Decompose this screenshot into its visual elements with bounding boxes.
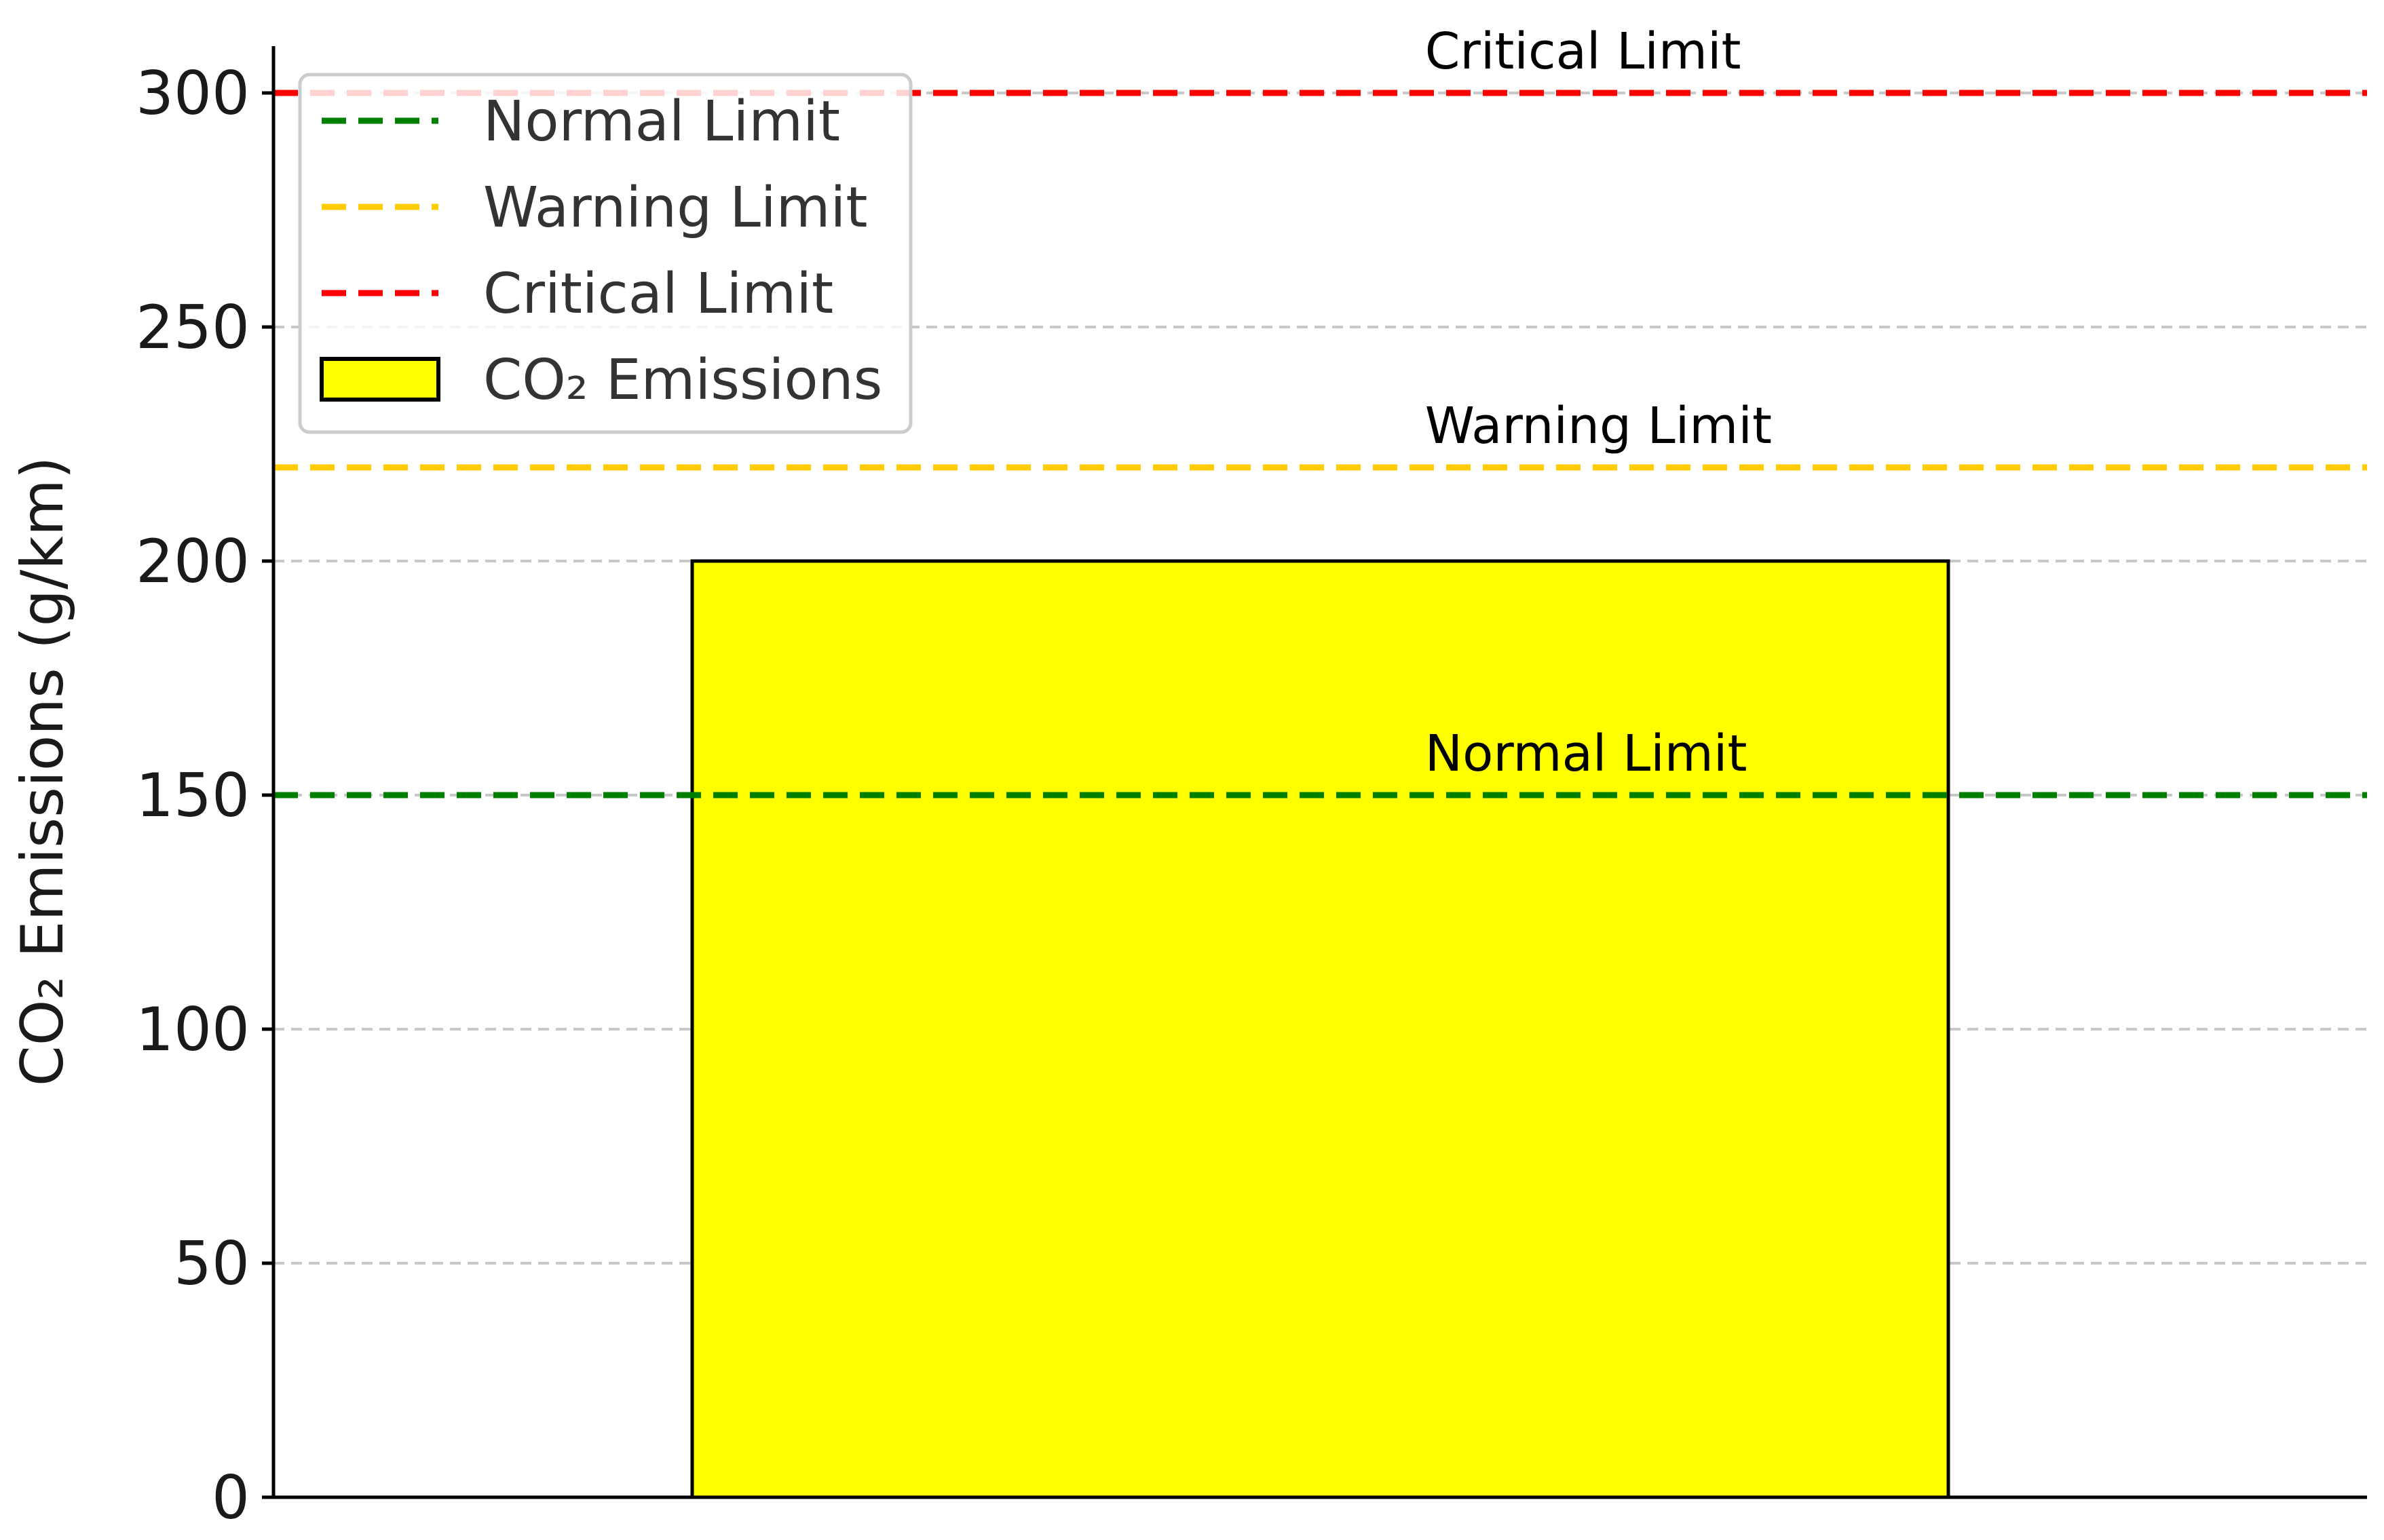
y-tick-label: 200 [136,526,250,596]
reference-line-label: Normal Limit [1425,725,1747,783]
reference-line-label: Critical Limit [1425,22,1741,81]
y-tick-label: 0 [212,1463,250,1533]
y-tick-label: 100 [136,995,250,1064]
reference-line-label: Warning Limit [1425,397,1772,455]
y-ticks-layer: 0 50 100 150 200 250 300 [136,58,273,1533]
legend-patch-swatch [320,357,440,402]
legend-label: CO₂ Emissions [483,348,882,412]
bar [690,559,1950,1499]
bar-layer [690,559,1950,1499]
reference-labels-layer: Normal Limit Warning Limit Critical Limit [1425,22,1772,783]
y-tick-label: 50 [174,1229,250,1298]
legend-label: Warning Limit [483,176,867,240]
y-tick-label: 300 [136,58,250,128]
axes-layer [271,46,2367,1499]
legend-frame [298,73,913,434]
y-tick-label: 150 [136,761,250,830]
legend-label: Critical Limit [483,262,833,326]
y-axis-label: CO₂ Emissions (g/km) [9,457,77,1087]
legend-label: Normal Limit [483,90,840,154]
y-tick-label: 250 [136,292,250,362]
